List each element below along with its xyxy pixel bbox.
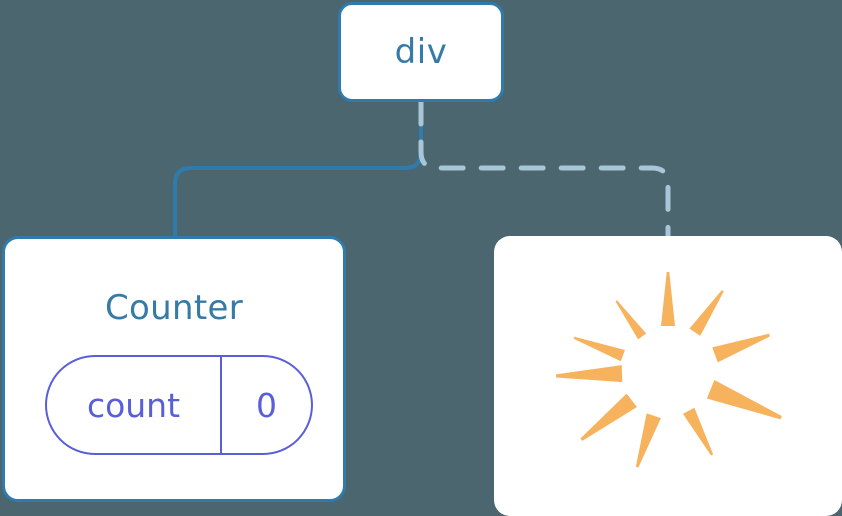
- sparkle-ray: [682, 407, 714, 456]
- sparkle-ray: [661, 272, 675, 326]
- sparkle-ray: [556, 365, 623, 383]
- sparkle-ray: [712, 333, 770, 363]
- sparkle-ray: [580, 393, 637, 441]
- state-pill-key: count: [47, 357, 222, 453]
- node-counter[interactable]: Counter count 0: [2, 236, 346, 502]
- node-counter-title: Counter: [105, 288, 243, 328]
- node-div[interactable]: div: [338, 2, 504, 102]
- state-pill-value: 0: [256, 385, 277, 425]
- node-sparkle-card[interactable]: [494, 236, 842, 516]
- sparkle-ray-group: [556, 272, 782, 468]
- sparkle-burst-icon: [556, 272, 782, 468]
- sparkle-ray: [615, 300, 647, 340]
- edge-div-to-counter: [173, 100, 423, 238]
- node-div-label: div: [394, 32, 448, 72]
- sparkle-ray: [689, 290, 724, 336]
- state-pill[interactable]: count 0: [45, 355, 313, 455]
- edge-div-to-sparkle: [418, 99, 671, 239]
- sparkle-ray: [573, 336, 625, 362]
- sparkle-ray: [706, 379, 782, 420]
- sparkle-ray: [635, 413, 661, 468]
